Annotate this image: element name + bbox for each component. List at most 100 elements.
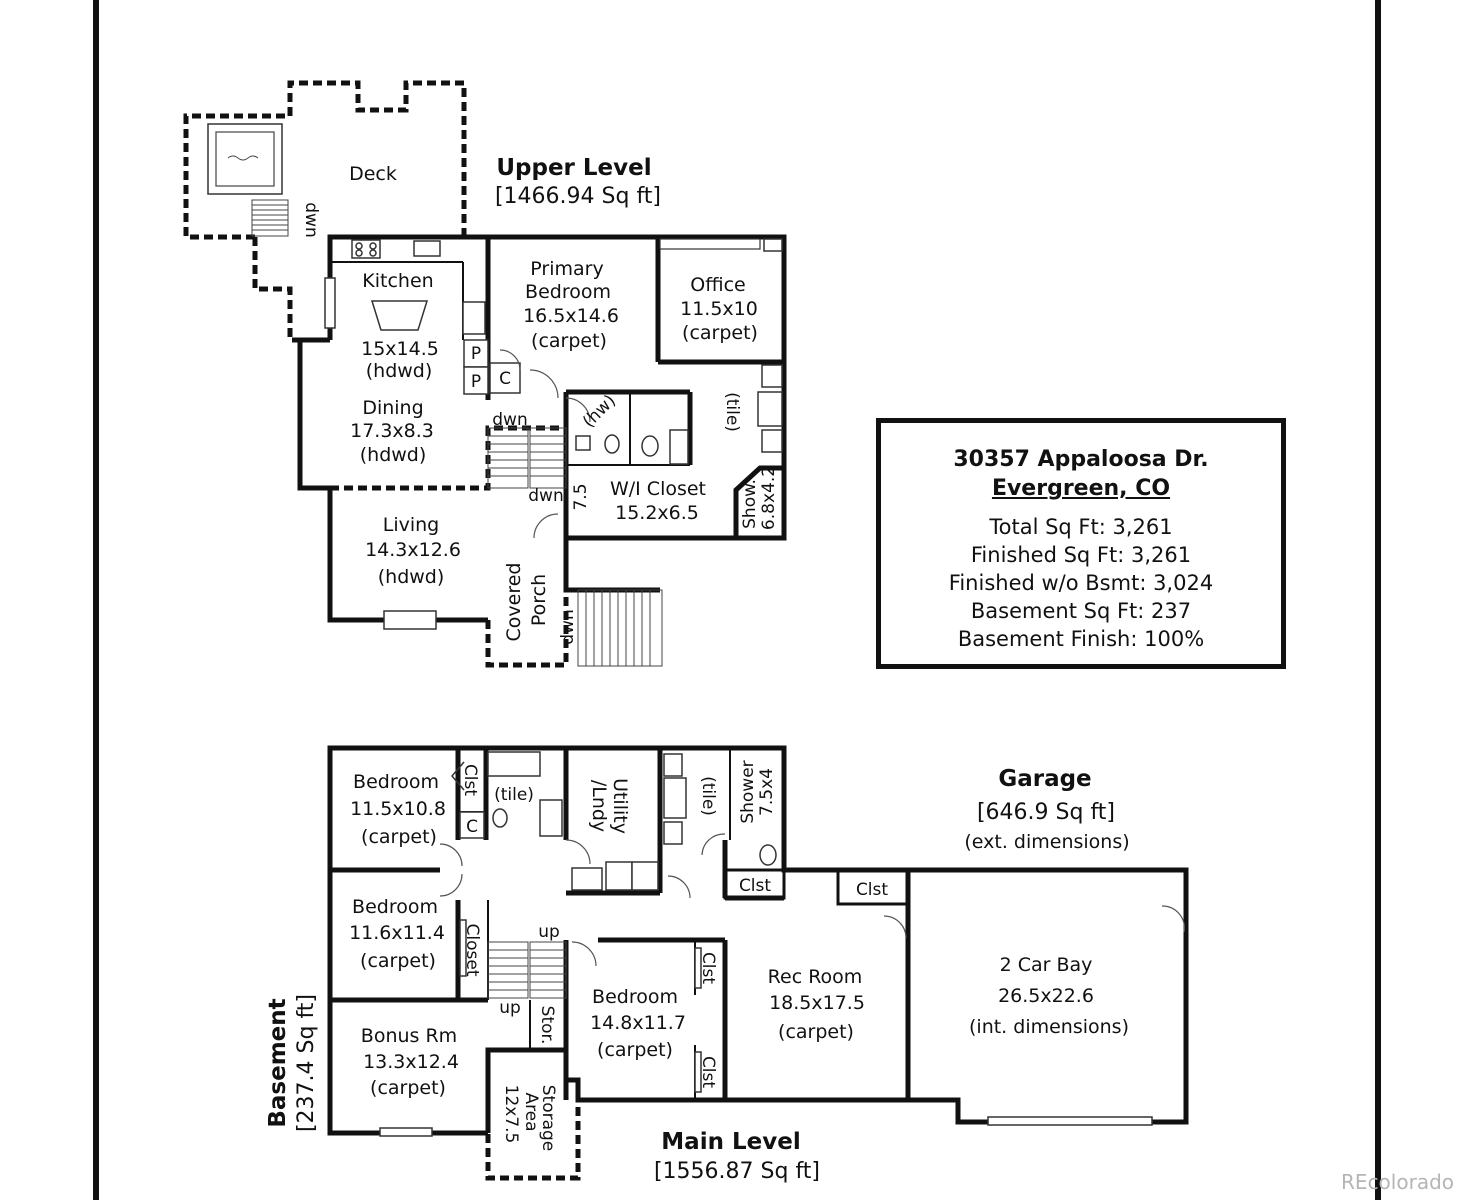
clst-e-door	[694, 1051, 702, 1093]
property-stats: Total Sq Ft: 3,261 Finished Sq Ft: 3,261…	[881, 513, 1281, 653]
kitchen-island	[370, 300, 429, 331]
primary-name-2: Bedroom	[525, 281, 611, 303]
upper-main-stairs	[487, 427, 567, 489]
clst-box-a	[723, 868, 786, 900]
stat-basement: Basement Sq Ft: 237	[970, 599, 1192, 623]
kitchen-floor: (hdwd)	[366, 360, 433, 382]
door-utility-bottom	[667, 875, 691, 899]
primary-floor: (carpet)	[531, 330, 607, 352]
watermark: REcolorado	[1341, 1170, 1454, 1194]
office-window	[659, 238, 761, 250]
rec-floor: (carpet)	[778, 1021, 854, 1043]
c-small-label: C	[466, 817, 478, 837]
main-stairs	[487, 941, 567, 999]
bed2-name: Bedroom	[352, 896, 438, 918]
office-dims: 11.5x10	[680, 298, 758, 320]
porch-label-2: Porch	[528, 574, 550, 626]
bed3-floor: (carpet)	[597, 1039, 673, 1061]
deck-outline	[183, 80, 467, 240]
bed3-name: Bedroom	[592, 986, 678, 1008]
utility-label-2: /Lndy	[588, 780, 610, 832]
shower-label: Show.	[740, 479, 760, 529]
kitchen-name: Kitchen	[362, 270, 433, 292]
wall-bonus-right	[485, 1047, 566, 1133]
bonus-name: Bonus Rm	[361, 1025, 457, 1047]
up-label-2: up	[499, 998, 521, 1018]
bonus-window	[379, 1127, 433, 1137]
stat-finished-no-bsmt: Finished w/o Bsmt: 3,024	[948, 571, 1214, 595]
main-level-area: [1556.87 Sq ft]	[654, 1159, 820, 1184]
door-garage	[883, 915, 907, 939]
living-dims: 14.3x12.6	[365, 539, 461, 561]
stat-finished: Finished Sq Ft: 3,261	[970, 543, 1192, 567]
pantry-2	[463, 366, 489, 395]
porch-dwn: dwn	[558, 609, 578, 644]
utility-vanity	[663, 777, 687, 819]
deck-stairs	[251, 199, 289, 237]
door-wic	[533, 513, 559, 539]
closet-label: Closet	[462, 924, 482, 977]
vanity	[757, 391, 783, 427]
garage-area: [646.9 Sq ft]	[977, 800, 1115, 825]
clst-a-chevron	[451, 761, 465, 791]
door-garage-side	[1161, 905, 1185, 933]
shower-label-main: Shower	[738, 760, 758, 823]
utility-cabinet-2	[663, 821, 683, 845]
utility-label-1: Utility	[609, 778, 631, 834]
garage-bay-note: (int. dimensions)	[969, 1016, 1129, 1038]
bathtub	[487, 751, 541, 777]
hot-tub	[207, 123, 283, 195]
kitchen-dims: 15x14.5	[361, 338, 439, 360]
sink-1	[761, 364, 783, 388]
garage-bay-name: 2 Car Bay	[1000, 954, 1093, 976]
wic-dims: 15.2x6.5	[615, 502, 699, 524]
property-address: 30357 Appaloosa Dr.	[953, 447, 1209, 472]
office-floor: (carpet)	[682, 322, 758, 344]
stat-basement-finish: Basement Finish: 100%	[957, 627, 1205, 651]
refrigerator	[462, 301, 486, 335]
main-level: Main Level [1556.87 Sq ft] Basement [237…	[265, 745, 1189, 1184]
closet-door-strip	[459, 919, 467, 977]
tub-area	[669, 429, 689, 465]
bed2-floor: (carpet)	[360, 950, 436, 972]
pantry-1-label: P	[471, 344, 481, 364]
c-box	[459, 811, 485, 839]
bonus-floor: (carpet)	[370, 1077, 446, 1099]
deck-stair-dwn: dwn	[301, 202, 321, 237]
laundry-sink	[571, 867, 603, 891]
hot-tub-inner	[215, 131, 275, 187]
bonus-dims: 13.3x12.4	[363, 1051, 459, 1073]
bed2-dims: 11.6x11.4	[349, 922, 445, 944]
toilet-hw	[575, 435, 591, 451]
porch-right	[563, 538, 660, 593]
kitchen-sink	[413, 240, 441, 257]
closet-c-label: C	[499, 369, 511, 389]
office-corner	[763, 238, 783, 252]
deck-label: Deck	[349, 163, 397, 185]
stat-total: Total Sq Ft: 3,261	[989, 515, 1173, 539]
toilet-1	[604, 434, 620, 454]
basement-title: Basement	[265, 998, 291, 1127]
dining-floor: (hdwd)	[360, 444, 427, 466]
garage-title: Garage	[998, 766, 1091, 792]
basement-area: [237.4 Sq ft]	[294, 994, 319, 1132]
sink-2	[761, 429, 783, 453]
clst-label-c: Clst	[856, 880, 888, 900]
dining-name: Dining	[362, 397, 423, 419]
door-util	[565, 839, 591, 865]
hw-label: (hw)	[579, 391, 620, 432]
shower-dims-main: 7.5x4	[757, 768, 777, 816]
deck-lower-outline	[252, 237, 330, 343]
tile-label: (tile)	[722, 392, 742, 432]
clst-label-a: Clst	[460, 764, 480, 796]
porch-stairs	[577, 589, 663, 667]
bed3-dims: 14.8x11.7	[590, 1012, 686, 1034]
toilet-2	[641, 435, 659, 457]
porch-label-1: Covered	[503, 563, 525, 642]
garage-bay-dims: 26.5x22.6	[998, 985, 1094, 1007]
door-bed1	[439, 843, 463, 867]
dryer	[631, 861, 659, 891]
upper-level-title: Upper Level	[496, 155, 651, 181]
living-name: Living	[383, 514, 440, 536]
